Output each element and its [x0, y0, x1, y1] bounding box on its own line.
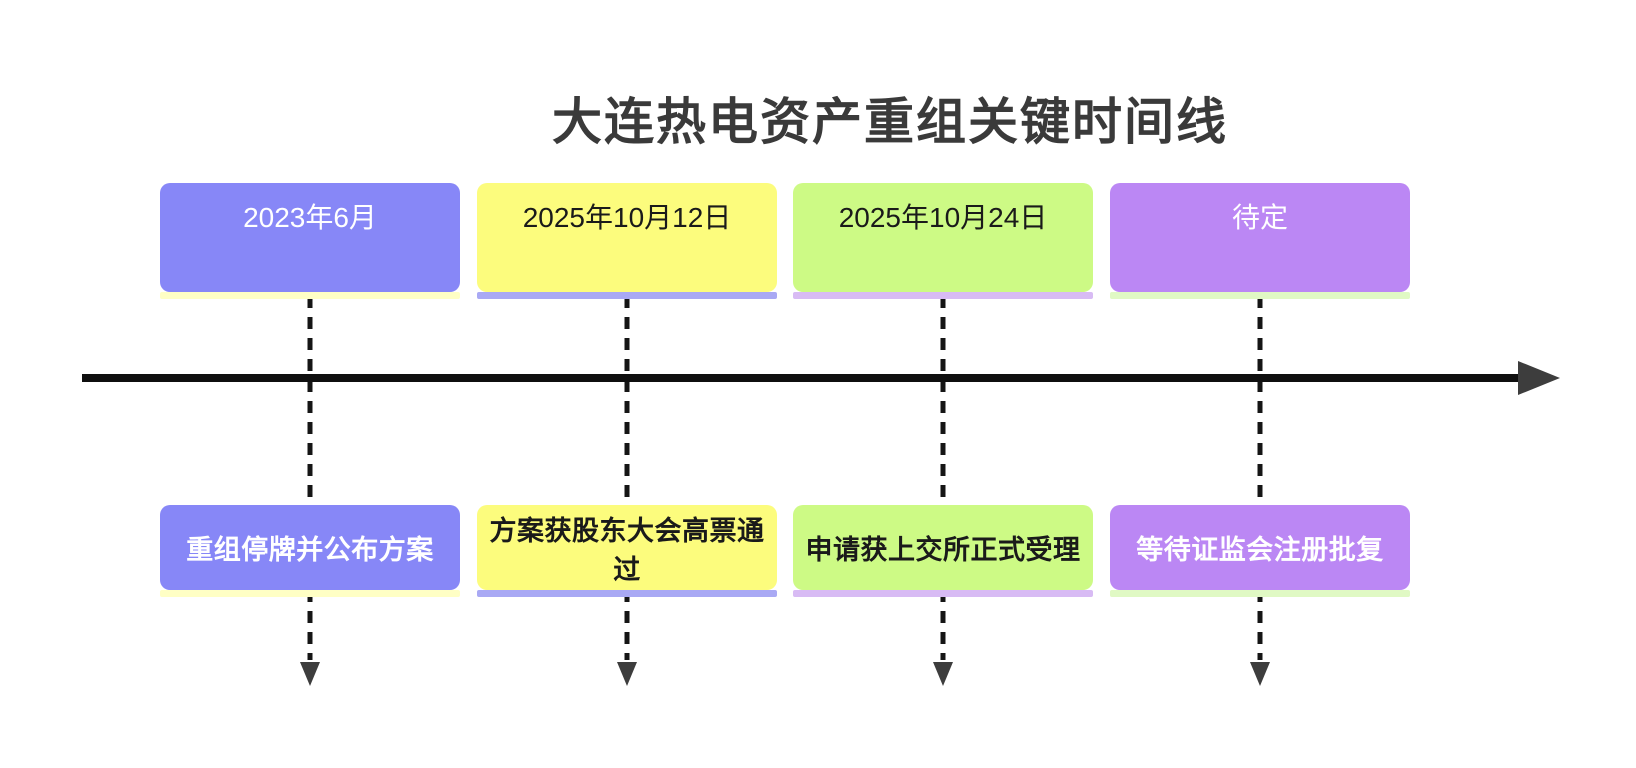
event-accent-strip	[793, 590, 1093, 597]
connector-dashed-line	[624, 296, 630, 660]
milestone-event-box: 方案获股东大会高票通过	[477, 505, 777, 590]
milestone-event-box: 申请获上交所正式受理	[793, 505, 1093, 590]
milestone-date-box: 2023年6月	[160, 183, 460, 292]
milestone-column: 2025年10月12日 方案获股东大会高票通过	[477, 0, 777, 768]
milestone-date-box: 待定	[1110, 183, 1410, 292]
down-arrowhead-icon	[933, 662, 953, 686]
connector-dashed-line	[307, 296, 313, 660]
milestone-event-box: 等待证监会注册批复	[1110, 505, 1410, 590]
date-accent-strip	[793, 292, 1093, 299]
milestone-date-box: 2025年10月24日	[793, 183, 1093, 292]
milestone-event-box: 重组停牌并公布方案	[160, 505, 460, 590]
timeline-axis-arrowhead-icon	[1518, 361, 1560, 395]
date-accent-strip	[477, 292, 777, 299]
milestone-column: 2023年6月 重组停牌并公布方案	[160, 0, 460, 768]
event-accent-strip	[160, 590, 460, 597]
event-accent-strip	[477, 590, 777, 597]
date-accent-strip	[1110, 292, 1410, 299]
timeline-axis	[82, 374, 1518, 382]
event-accent-strip	[1110, 590, 1410, 597]
down-arrowhead-icon	[300, 662, 320, 686]
page-title: 大连热电资产重组关键时间线	[552, 94, 1228, 150]
date-accent-strip	[160, 292, 460, 299]
down-arrowhead-icon	[1250, 662, 1270, 686]
milestone-column: 2025年10月24日 申请获上交所正式受理	[793, 0, 1093, 768]
down-arrowhead-icon	[617, 662, 637, 686]
connector-dashed-line	[940, 296, 946, 660]
milestone-date-box: 2025年10月12日	[477, 183, 777, 292]
connector-dashed-line	[1257, 296, 1263, 660]
milestone-column: 待定 等待证监会注册批复	[1110, 0, 1410, 768]
